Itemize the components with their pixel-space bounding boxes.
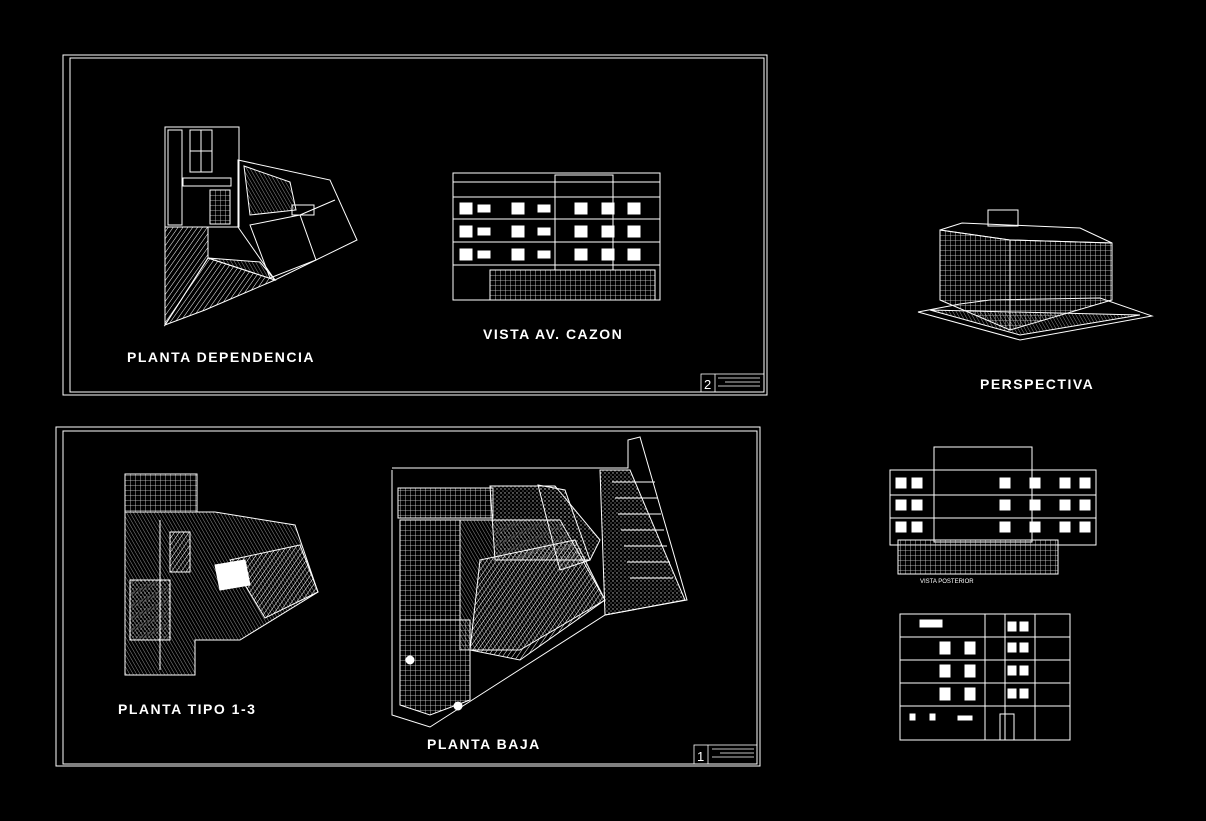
sheet-1-title-block [693, 744, 758, 765]
planta-dependencia-drawing [163, 126, 358, 327]
label-planta-dependencia: PLANTA DEPENDENCIA [127, 349, 315, 365]
elevation-side-windows [909, 619, 1029, 741]
sheet-1-frame [55, 426, 761, 767]
sheet-2-frame [62, 54, 768, 396]
label-perspectiva: PERSPECTIVA [980, 376, 1094, 392]
parking-stalls [612, 481, 673, 579]
facade-windows [459, 202, 641, 261]
elevation-secondary-windows [895, 477, 1091, 533]
sheet-2-number: 2 [704, 377, 711, 392]
elevation-side-drawing [899, 613, 1071, 741]
sheet-2-title-block [700, 373, 765, 393]
sheet-1-number: 1 [697, 749, 704, 764]
label-vista-av-cazon: VISTA AV. CAZON [483, 326, 623, 342]
planta-baja-drawing [391, 436, 688, 728]
perspective-drawing [917, 209, 1154, 341]
vista-av-cazon-drawing [452, 172, 661, 301]
label-planta-baja: PLANTA BAJA [427, 736, 541, 752]
label-vista-posterior: VISTA POSTERIOR [920, 579, 974, 585]
label-planta-tipo: PLANTA TIPO 1-3 [118, 701, 256, 717]
planta-tipo-drawing [124, 473, 319, 676]
elevation-secondary-drawing [889, 446, 1097, 575]
